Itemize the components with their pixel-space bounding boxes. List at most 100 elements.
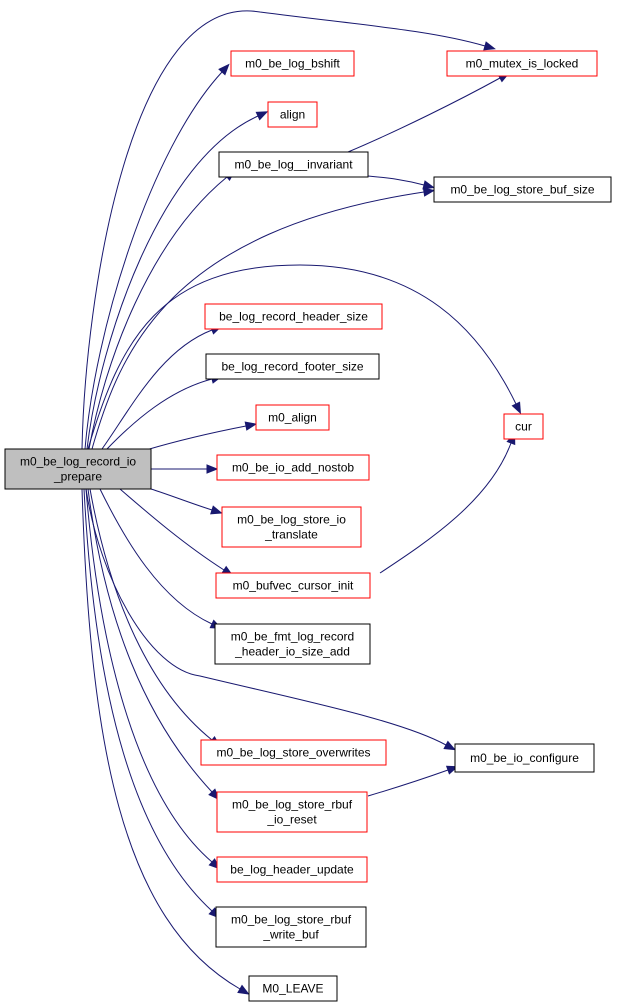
edge-arrowhead [511,401,522,415]
node-overwrites[interactable]: m0_be_log_store_overwrites [200,739,387,766]
edge-to-store-buf-size [367,175,425,186]
edge-to-header-size [101,329,213,450]
node-box [267,101,318,128]
edge-to-mutex-locked [347,77,501,153]
node-root: m0_be_log_record_io_prepare [4,448,152,490]
node-label: m0_be_log_bshift [245,57,340,71]
node-header-update[interactable]: be_log_header_update [216,856,368,883]
node-add-nostob[interactable]: m0_be_io_add_nostob [216,454,370,481]
node-label: _header_io_size_add [234,645,350,659]
node-label: m0_be_log_store_buf_size [450,183,594,197]
node-cursor-init[interactable]: m0_bufvec_cursor_init [215,572,371,599]
node-cur[interactable]: cur [503,413,544,440]
edge-to-footer-size [106,378,213,450]
node-label: _write_buf [262,928,319,942]
node-label: m0_bufvec_cursor_init [233,579,354,593]
node-box [215,572,371,599]
edge-arrowhead [255,111,269,121]
node-label: align [280,108,305,122]
node-box [221,506,362,548]
node-label: m0_be_fmt_log_record [231,630,354,644]
node-io-translate[interactable]: m0_be_log_store_io_translate [221,506,362,548]
node-store-buf-size[interactable]: m0_be_log_store_buf_size [433,176,612,203]
edge-to-leave [81,488,241,990]
node-box [255,404,330,431]
node-box [216,791,368,833]
node-box [204,303,383,330]
node-invariant[interactable]: m0_be_log__invariant [218,151,369,178]
edge-arrowhead [244,421,258,431]
node-label: m0_be_io_add_nostob [232,461,354,475]
function-nodes: m0_be_log_record_io_prepare m0_be_log_bsh… [4,50,612,1002]
node-label: m0_be_log_store_rbuf [232,798,353,812]
edge-to-align [86,115,259,450]
node-footer-size[interactable]: be_log_record_footer_size [205,353,380,380]
node-box [216,454,370,481]
node-leave[interactable]: M0_LEAVE [248,975,338,1002]
edge-to-cur [379,442,512,574]
edge-arrowhead [210,505,223,515]
node-box [214,623,371,665]
node-rbuf-write-buf[interactable]: m0_be_log_store_rbuf_write_buf [215,906,367,948]
node-box [4,448,152,490]
edge-arrowhead [483,41,496,51]
edge-arrowhead [206,464,219,474]
node-label: M0_LEAVE [262,982,323,996]
edge-to-io-configure [367,769,449,797]
node-label: m0_be_log_store_overwrites [216,746,370,760]
node-label: m0_be_log_store_rbuf [231,913,352,927]
node-fmt-header[interactable]: m0_be_fmt_log_record_header_io_size_add [214,623,371,665]
edge-to-invariant [88,176,228,450]
node-header-size[interactable]: be_log_record_header_size [204,303,383,330]
node-label: m0_mutex_is_locked [466,57,579,71]
node-label: m0_be_log__invariant [234,158,353,172]
node-box [433,176,612,203]
node-io-configure[interactable]: m0_be_io_configure [454,743,595,773]
node-bshift[interactable]: m0_be_log_bshift [230,50,355,77]
node-mutex-locked[interactable]: m0_mutex_is_locked [446,50,598,77]
edge-to-fmt-header [99,488,213,625]
node-box [454,743,595,773]
node-label: be_log_record_footer_size [221,360,363,374]
edge-to-store-buf-size [91,191,425,450]
edge-to-io-configure [85,488,447,746]
edge-arrowhead [422,180,435,190]
edge-to-overwrites [89,488,213,741]
node-label: m0_be_log_store_io [237,513,346,527]
node-label: cur [515,420,532,434]
node-box [216,856,368,883]
edge-to-rbuf-write-buf [83,488,213,912]
edge-arrowhead [237,984,250,995]
edge-to-cur [87,264,517,450]
node-label: be_log_record_header_size [219,310,368,324]
edge-to-mutex-locked [81,10,486,450]
edge-to-bshift [84,71,223,450]
node-align[interactable]: align [267,101,318,128]
edge-arrowhead [218,63,230,76]
node-rbuf-io-reset[interactable]: m0_be_log_store_rbuf_io_reset [216,791,368,833]
node-label: _prepare [53,470,102,484]
node-label: _io_reset [266,813,317,827]
node-label: m0_be_log_record_io [20,455,136,469]
node-m0-align[interactable]: m0_align [255,404,330,431]
node-label: _translate [264,528,318,542]
edge-arrowhead [443,740,457,751]
edge-arrowhead [422,187,436,197]
edge-to-io-translate [150,488,213,511]
node-box [205,353,380,380]
edge-to-m0-align [145,425,247,451]
edge-to-header-update [85,488,213,863]
node-label: m0_be_io_configure [470,751,579,765]
node-label: be_log_header_update [230,863,354,877]
node-box [230,50,355,77]
node-box [218,151,369,178]
node-box [446,50,598,77]
node-box [248,975,338,1002]
edge-to-rbuf-io-reset [87,488,213,793]
node-box [200,739,387,766]
node-box [503,413,544,440]
node-box [215,906,367,948]
edge-to-cursor-init [119,488,225,571]
node-label: m0_align [268,411,317,425]
